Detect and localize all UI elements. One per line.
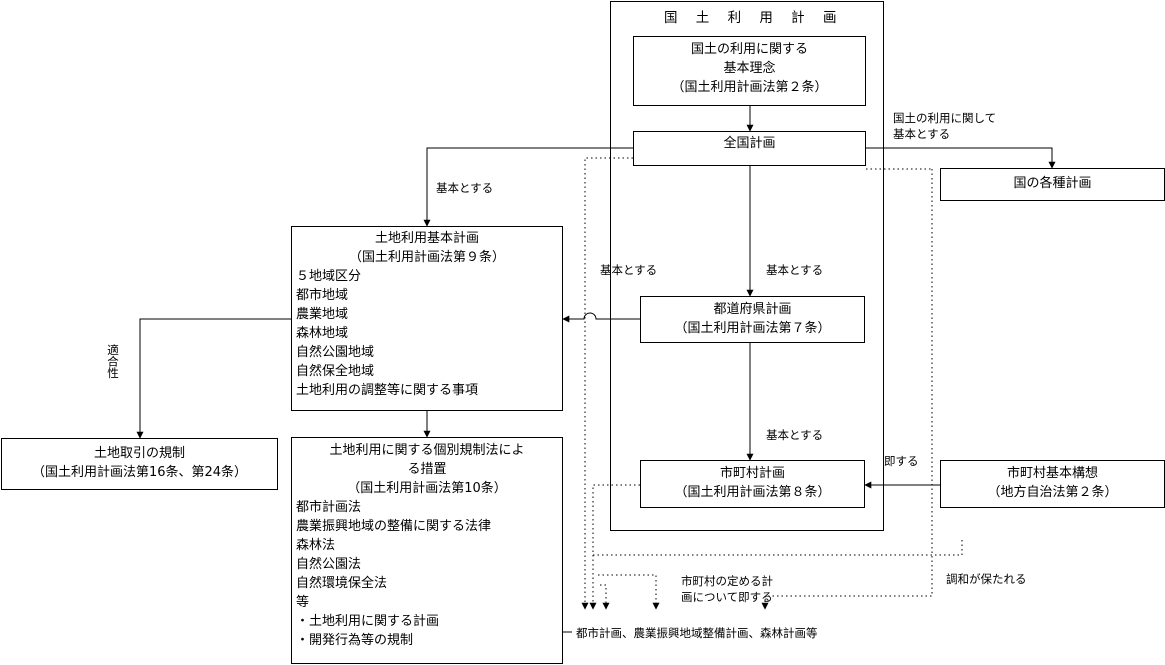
label-conform-to: 即する <box>884 454 919 468</box>
label-basis-inner: 基本とする <box>600 263 658 277</box>
label-basis-prefectural: 基本とする <box>766 263 824 277</box>
measures-item: 森林法 <box>296 538 336 553</box>
label-harmony: 調和が保たれる <box>946 572 1027 586</box>
basic-idea-line-2: 基本理念 <box>723 61 776 76</box>
land-use-item: 農業地域 <box>296 307 349 322</box>
individual-measures-box: 土地利用に関する個別規制法によ る措置 （国土利用計画法第10条） 都市計画法 … <box>291 437 563 664</box>
prefectural-plan-box: 都道府県計画 （国土利用計画法第７条） <box>640 296 865 343</box>
arrow-landuse-to-transaction <box>136 318 291 439</box>
transaction-regulation-box: 土地取引の規制 （国土利用計画法第16条、第24条） <box>1 438 278 490</box>
label-municipal-defined: 市町村の定める計 画について即する <box>681 573 773 605</box>
municipal-basic-concept-law: （地方自治法第２条） <box>987 485 1118 500</box>
land-use-item: 都市地域 <box>296 288 349 303</box>
land-use-item: 自然公園地域 <box>296 345 375 360</box>
arrow-prefectural-to-landuse <box>562 312 640 323</box>
land-use-item: ５地域区分 <box>296 269 362 284</box>
arrow-national-to-landuse <box>423 147 633 227</box>
dotted-muni-defined-1 <box>598 574 660 610</box>
national-plan-box: 全国計画 <box>633 131 866 166</box>
individual-measures-law: （国土利用計画法第10条） <box>347 481 507 496</box>
municipal-basic-concept-title: 市町村基本構想 <box>1006 466 1098 481</box>
label-conformity: 適合性 <box>106 344 120 379</box>
measures-item: ・開発行為等の規制 <box>296 633 414 648</box>
land-use-basic-plan-box: 土地利用基本計画 （国土利用計画法第９条） ５地域区分 都市地域 農業地域 森林… <box>291 226 563 411</box>
label-municipal-defined-line-1: 市町村の定める計 <box>681 574 773 588</box>
basic-idea-box: 国土の利用に関する 基本理念 （国土利用計画法第２条） <box>633 36 866 106</box>
various-national-plans-box: 国の各種計画 <box>940 168 1165 201</box>
measures-item: 都市計画法 <box>296 500 362 515</box>
basic-idea-line-3: （国土利用計画法第２条） <box>671 80 828 95</box>
transaction-regulation-law: （国土利用計画法第16条、第24条） <box>31 465 248 480</box>
measures-item: ・土地利用に関する計画 <box>296 614 440 629</box>
individual-measures-title-2: る措置 <box>407 462 447 477</box>
measures-item: 自然環境保全法 <box>296 576 388 591</box>
land-use-item: 土地利用の調整等に関する事項 <box>296 383 479 398</box>
label-basis-municipal: 基本とする <box>766 428 824 442</box>
dotted-muni-defined-2 <box>600 584 610 610</box>
measures-item: 農業振興地域の整備に関する法律 <box>296 519 492 534</box>
municipal-basic-concept-box: 市町村基本構想 （地方自治法第２条） <box>940 460 1165 508</box>
label-national-basis-line-2: 基本とする <box>893 127 951 141</box>
land-use-basic-plan-title: 土地利用基本計画 <box>374 231 479 246</box>
plan-title: 国 土 利 用 計 画 <box>664 10 844 26</box>
municipal-plan-law: （国土利用計画法第８条） <box>674 485 831 500</box>
land-use-basic-plan-law: （国土利用計画法第９条） <box>348 250 505 265</box>
label-national-basis-line-1: 国土の利用に関して <box>893 111 997 125</box>
measures-item: 等 <box>296 595 310 610</box>
arrow-national-to-various <box>866 147 1056 169</box>
municipal-plan-title: 市町村計画 <box>719 466 785 481</box>
transaction-regulation-title: 土地取引の規制 <box>93 446 185 461</box>
label-basis-left: 基本とする <box>436 181 494 195</box>
prefectural-plan-title: 都道府県計画 <box>713 302 792 317</box>
various-national-plans-label: 国の各種計画 <box>1013 176 1092 191</box>
basic-idea-line-1: 国土の利用に関する <box>690 42 808 57</box>
national-plan-label: 全国計画 <box>723 136 776 151</box>
prefectural-plan-law: （国土利用計画法第７条） <box>674 321 831 336</box>
measures-item: 自然公園法 <box>296 557 362 572</box>
national-land-use-plan-frame <box>610 1 884 531</box>
label-municipal-defined-line-2: 画について即する <box>681 590 773 604</box>
land-use-item: 森林地域 <box>296 326 349 341</box>
municipal-plan-box: 市町村計画 （国土利用計画法第８条） <box>640 460 865 508</box>
label-national-basis: 国土の利用に関して 基本とする <box>893 110 996 142</box>
land-use-item: 自然保全地域 <box>296 364 375 379</box>
individual-measures-title-1: 土地利用に関する個別規制法によ <box>329 443 525 458</box>
bottom-plans-label: 都市計画、農業振興地域整備計画、森林計画等 <box>576 626 818 640</box>
dotted-harmony <box>593 540 963 556</box>
